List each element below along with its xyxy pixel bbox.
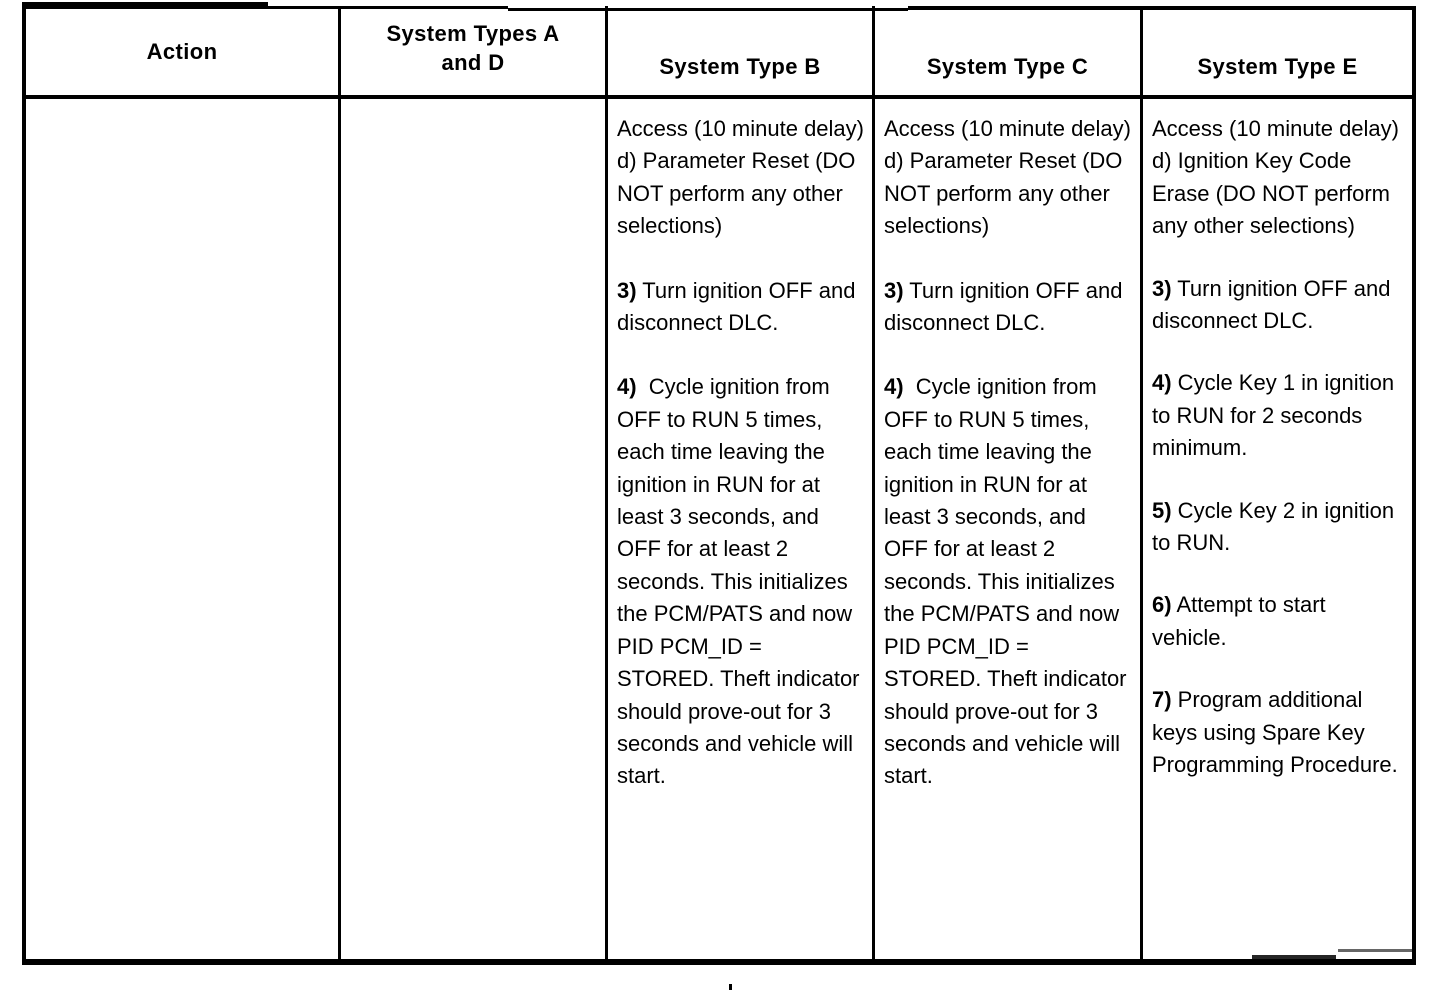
column-header-system-type-e: System Type E xyxy=(1143,9,1412,95)
column-header-system-type-c-label: System Type C xyxy=(926,53,1089,79)
table-cell-e-paragraph-4: 5) Cycle Key 2 in ignition to RUN. xyxy=(1152,495,1404,560)
table-cell-e-step-3-text: Turn ignition OFF and disconnect DLC. xyxy=(1152,275,1397,334)
column-header-system-types-a-and-d: System Types A and D xyxy=(341,9,605,95)
step-number-3: 3) xyxy=(617,277,637,303)
step-number-3: 3) xyxy=(884,277,904,303)
step-number-3: 3) xyxy=(1152,275,1172,301)
table-top-border-segment-4 xyxy=(908,6,1416,10)
table-cell-system-type-b: Access (10 minute delay) d) Parameter Re… xyxy=(608,99,872,959)
table-cell-system-type-c: Access (10 minute delay) d) Parameter Re… xyxy=(875,99,1140,959)
column-header-system-type-c: System Type C xyxy=(875,9,1140,95)
table-header-separator xyxy=(22,95,1416,99)
table-cell-e-step-7-text: Program additional keys using Spare Key … xyxy=(1152,687,1398,778)
table-cell-b-step-4-text: Cycle ignition from OFF to RUN 5 times, … xyxy=(617,374,866,789)
column-header-ad-line1: System Types A xyxy=(386,21,560,46)
table-cell-b-paragraph-2: 3) Turn ignition OFF and disconnect DLC. xyxy=(617,275,864,340)
scan-artifact-bottom-right-2 xyxy=(1338,949,1412,952)
column-divider-3 xyxy=(872,6,875,961)
table-cell-b-step-3-text: Turn ignition OFF and disconnect DLC. xyxy=(617,277,862,336)
table-cell-action xyxy=(26,99,338,959)
table-cell-b-paragraph-1: Access (10 minute delay) d) Parameter Re… xyxy=(617,116,864,239)
table-cell-system-type-e: Access (10 minute delay) d) Ignition Key… xyxy=(1143,99,1412,959)
table-top-border-segment-1 xyxy=(22,2,268,9)
column-divider-4 xyxy=(1140,6,1143,961)
table-right-border xyxy=(1412,6,1416,965)
table-cell-e-paragraph-3: 4) Cycle Key 1 in ignition to RUN for 2 … xyxy=(1152,367,1404,464)
step-number-7: 7) xyxy=(1152,687,1172,713)
column-header-system-types-a-and-d-label: System Types A and D xyxy=(347,19,599,77)
table-cell-e-step-4-text: Cycle Key 1 in ignition to RUN for 2 sec… xyxy=(1152,370,1401,461)
column-header-ad-line2: and D xyxy=(441,50,505,76)
table-cell-c-paragraph-2: 3) Turn ignition OFF and disconnect DLC. xyxy=(884,275,1132,340)
step-number-4: 4) xyxy=(1152,370,1172,396)
table-bottom-border xyxy=(22,959,1416,965)
column-divider-1 xyxy=(338,6,341,961)
scan-artifact-bottom-right-1 xyxy=(1252,955,1336,960)
column-header-action: Action xyxy=(26,9,338,95)
step-number-5: 5) xyxy=(1152,497,1172,523)
table-cell-e-step-5-text: Cycle Key 2 in ignition to RUN. xyxy=(1152,497,1401,556)
column-header-system-type-e-label: System Type E xyxy=(1197,53,1358,79)
table-cell-c-step-4-text: Cycle ignition from OFF to RUN 5 times, … xyxy=(884,374,1133,789)
table-cell-c-paragraph-3: 4) Cycle ignition from OFF to RUN 5 time… xyxy=(884,371,1132,792)
table-cell-e-paragraph-6: 7) Program additional keys using Spare K… xyxy=(1152,684,1404,781)
column-header-system-type-b: System Type B xyxy=(608,9,872,95)
column-header-system-type-b-label: System Type B xyxy=(659,53,821,79)
step-number-6: 6) xyxy=(1152,592,1172,618)
column-divider-2 xyxy=(605,6,608,961)
table-cell-e-paragraph-2: 3) Turn ignition OFF and disconnect DLC. xyxy=(1152,273,1404,338)
table-cell-e-paragraph-5: 6) Attempt to start vehicle. xyxy=(1152,589,1404,654)
table-cell-e-paragraph-1: Access (10 minute delay) d) Ignition Key… xyxy=(1152,116,1399,239)
table-top-border-segment-3 xyxy=(508,8,908,11)
table-cell-c-paragraph-1: Access (10 minute delay) d) Parameter Re… xyxy=(884,116,1131,239)
table-cell-c-step-3-text: Turn ignition OFF and disconnect DLC. xyxy=(884,277,1129,336)
column-header-action-label: Action xyxy=(146,39,218,65)
step-number-4: 4) xyxy=(617,374,637,400)
table-cell-system-types-a-and-d xyxy=(341,99,605,959)
table-cell-b-paragraph-3: 4) Cycle ignition from OFF to RUN 5 time… xyxy=(617,371,864,792)
table-top-border-segment-2 xyxy=(268,6,508,9)
step-number-4: 4) xyxy=(884,374,904,400)
table-left-border xyxy=(22,6,26,965)
table-cell-e-step-6-text: Attempt to start vehicle. xyxy=(1152,592,1332,650)
scan-artifact-below-table xyxy=(729,984,732,990)
